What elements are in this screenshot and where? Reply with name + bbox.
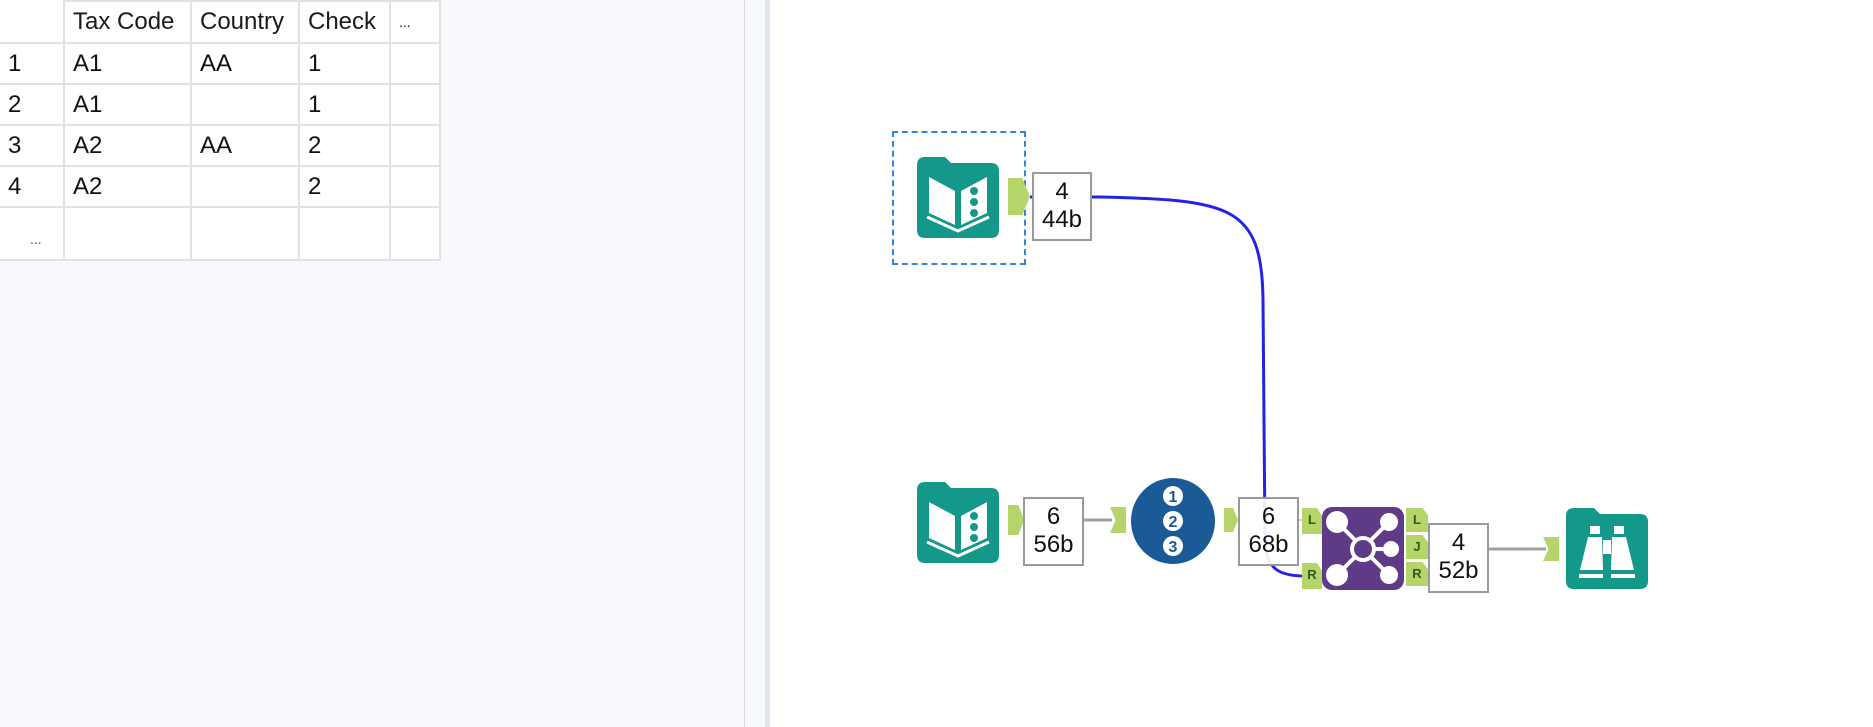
cell-empty (389, 124, 441, 167)
panel-splitter[interactable] (745, 0, 765, 727)
row-number: 3 (0, 124, 65, 167)
join-output-right-anchor[interactable]: R (1406, 562, 1428, 586)
more-rows: ... (0, 206, 441, 261)
svg-text:3: 3 (1169, 539, 1178, 556)
cell-check[interactable]: 1 (298, 42, 391, 85)
output-anchor[interactable] (1224, 508, 1238, 532)
book-icon[interactable] (917, 480, 999, 563)
cell-tax-code[interactable]: A2 (63, 124, 192, 167)
join-input-left-anchor[interactable]: L (1302, 508, 1322, 534)
more-rows-ellipsis: ... (0, 206, 65, 261)
results-grid[interactable]: Tax Code Country Check ... 1 A1 AA 1 2 A… (0, 0, 441, 261)
svg-text:2: 2 (1169, 514, 1178, 531)
join-output-left-anchor[interactable]: L (1406, 508, 1428, 532)
table-row[interactable]: 3 A2 AA 2 (0, 124, 441, 167)
grid-header-row: Tax Code Country Check ... (0, 0, 441, 44)
record-count-box: 6 56b (1023, 497, 1084, 566)
cell-tax-code[interactable]: A1 (63, 83, 192, 126)
row-number: 2 (0, 83, 65, 126)
record-count: 4 (1055, 178, 1069, 205)
record-count-box: 6 68b (1238, 497, 1299, 566)
book-icon[interactable] (917, 155, 999, 238)
cell-tax-code[interactable]: A2 (63, 165, 192, 208)
record-size: 52b (1438, 557, 1479, 584)
join-output-join-anchor[interactable]: J (1406, 535, 1428, 559)
row-number: 4 (0, 165, 65, 208)
results-panel: Tax Code Country Check ... 1 A1 AA 1 2 A… (0, 0, 745, 727)
header-tax-code[interactable]: Tax Code (63, 0, 192, 44)
join-input-right-anchor[interactable]: R (1302, 563, 1322, 589)
header-check[interactable]: Check (298, 0, 391, 44)
numbered-list-icon[interactable]: 1 2 3 (1131, 478, 1215, 564)
cell-empty (63, 206, 192, 261)
cell-empty (389, 206, 441, 261)
table-row[interactable]: 1 A1 AA 1 (0, 42, 441, 85)
cell-empty (389, 165, 441, 208)
cell-country[interactable] (190, 165, 300, 208)
connection-input-top-to-join-right[interactable] (1030, 195, 1306, 578)
record-size: 68b (1248, 531, 1289, 558)
record-size: 44b (1041, 206, 1083, 233)
input-anchor[interactable] (1543, 537, 1559, 561)
cell-country[interactable]: AA (190, 124, 300, 167)
cell-check[interactable]: 1 (298, 83, 391, 126)
cell-empty (190, 206, 300, 261)
row-number: 1 (0, 42, 65, 85)
record-count-box: 4 44b (1032, 172, 1092, 241)
cell-empty (389, 42, 441, 85)
input-anchor[interactable] (1110, 507, 1126, 533)
header-more-columns[interactable]: ... (389, 0, 441, 44)
binoculars-icon[interactable] (1566, 506, 1648, 589)
record-count: 6 (1046, 503, 1061, 530)
cell-tax-code[interactable]: A1 (63, 42, 192, 85)
record-count: 6 (1261, 503, 1276, 530)
join-icon[interactable] (1322, 507, 1404, 590)
workflow-canvas[interactable] (770, 0, 1873, 727)
header-corner (0, 1, 65, 44)
cell-country[interactable] (190, 83, 300, 126)
table-row[interactable]: 2 A1 1 (0, 83, 441, 126)
table-row[interactable]: 4 A2 2 (0, 165, 441, 208)
record-count-box: 4 52b (1428, 523, 1489, 593)
output-anchor[interactable] (1008, 178, 1030, 215)
cell-empty (389, 83, 441, 126)
output-anchor[interactable] (1008, 505, 1024, 535)
cell-empty (298, 206, 391, 261)
splitter-edge (765, 0, 770, 727)
header-country[interactable]: Country (190, 0, 300, 44)
svg-text:1: 1 (1169, 489, 1178, 506)
cell-country[interactable]: AA (190, 42, 300, 85)
cell-check[interactable]: 2 (298, 124, 391, 167)
record-count: 4 (1451, 529, 1466, 556)
record-size: 56b (1033, 531, 1074, 558)
cell-check[interactable]: 2 (298, 165, 391, 208)
